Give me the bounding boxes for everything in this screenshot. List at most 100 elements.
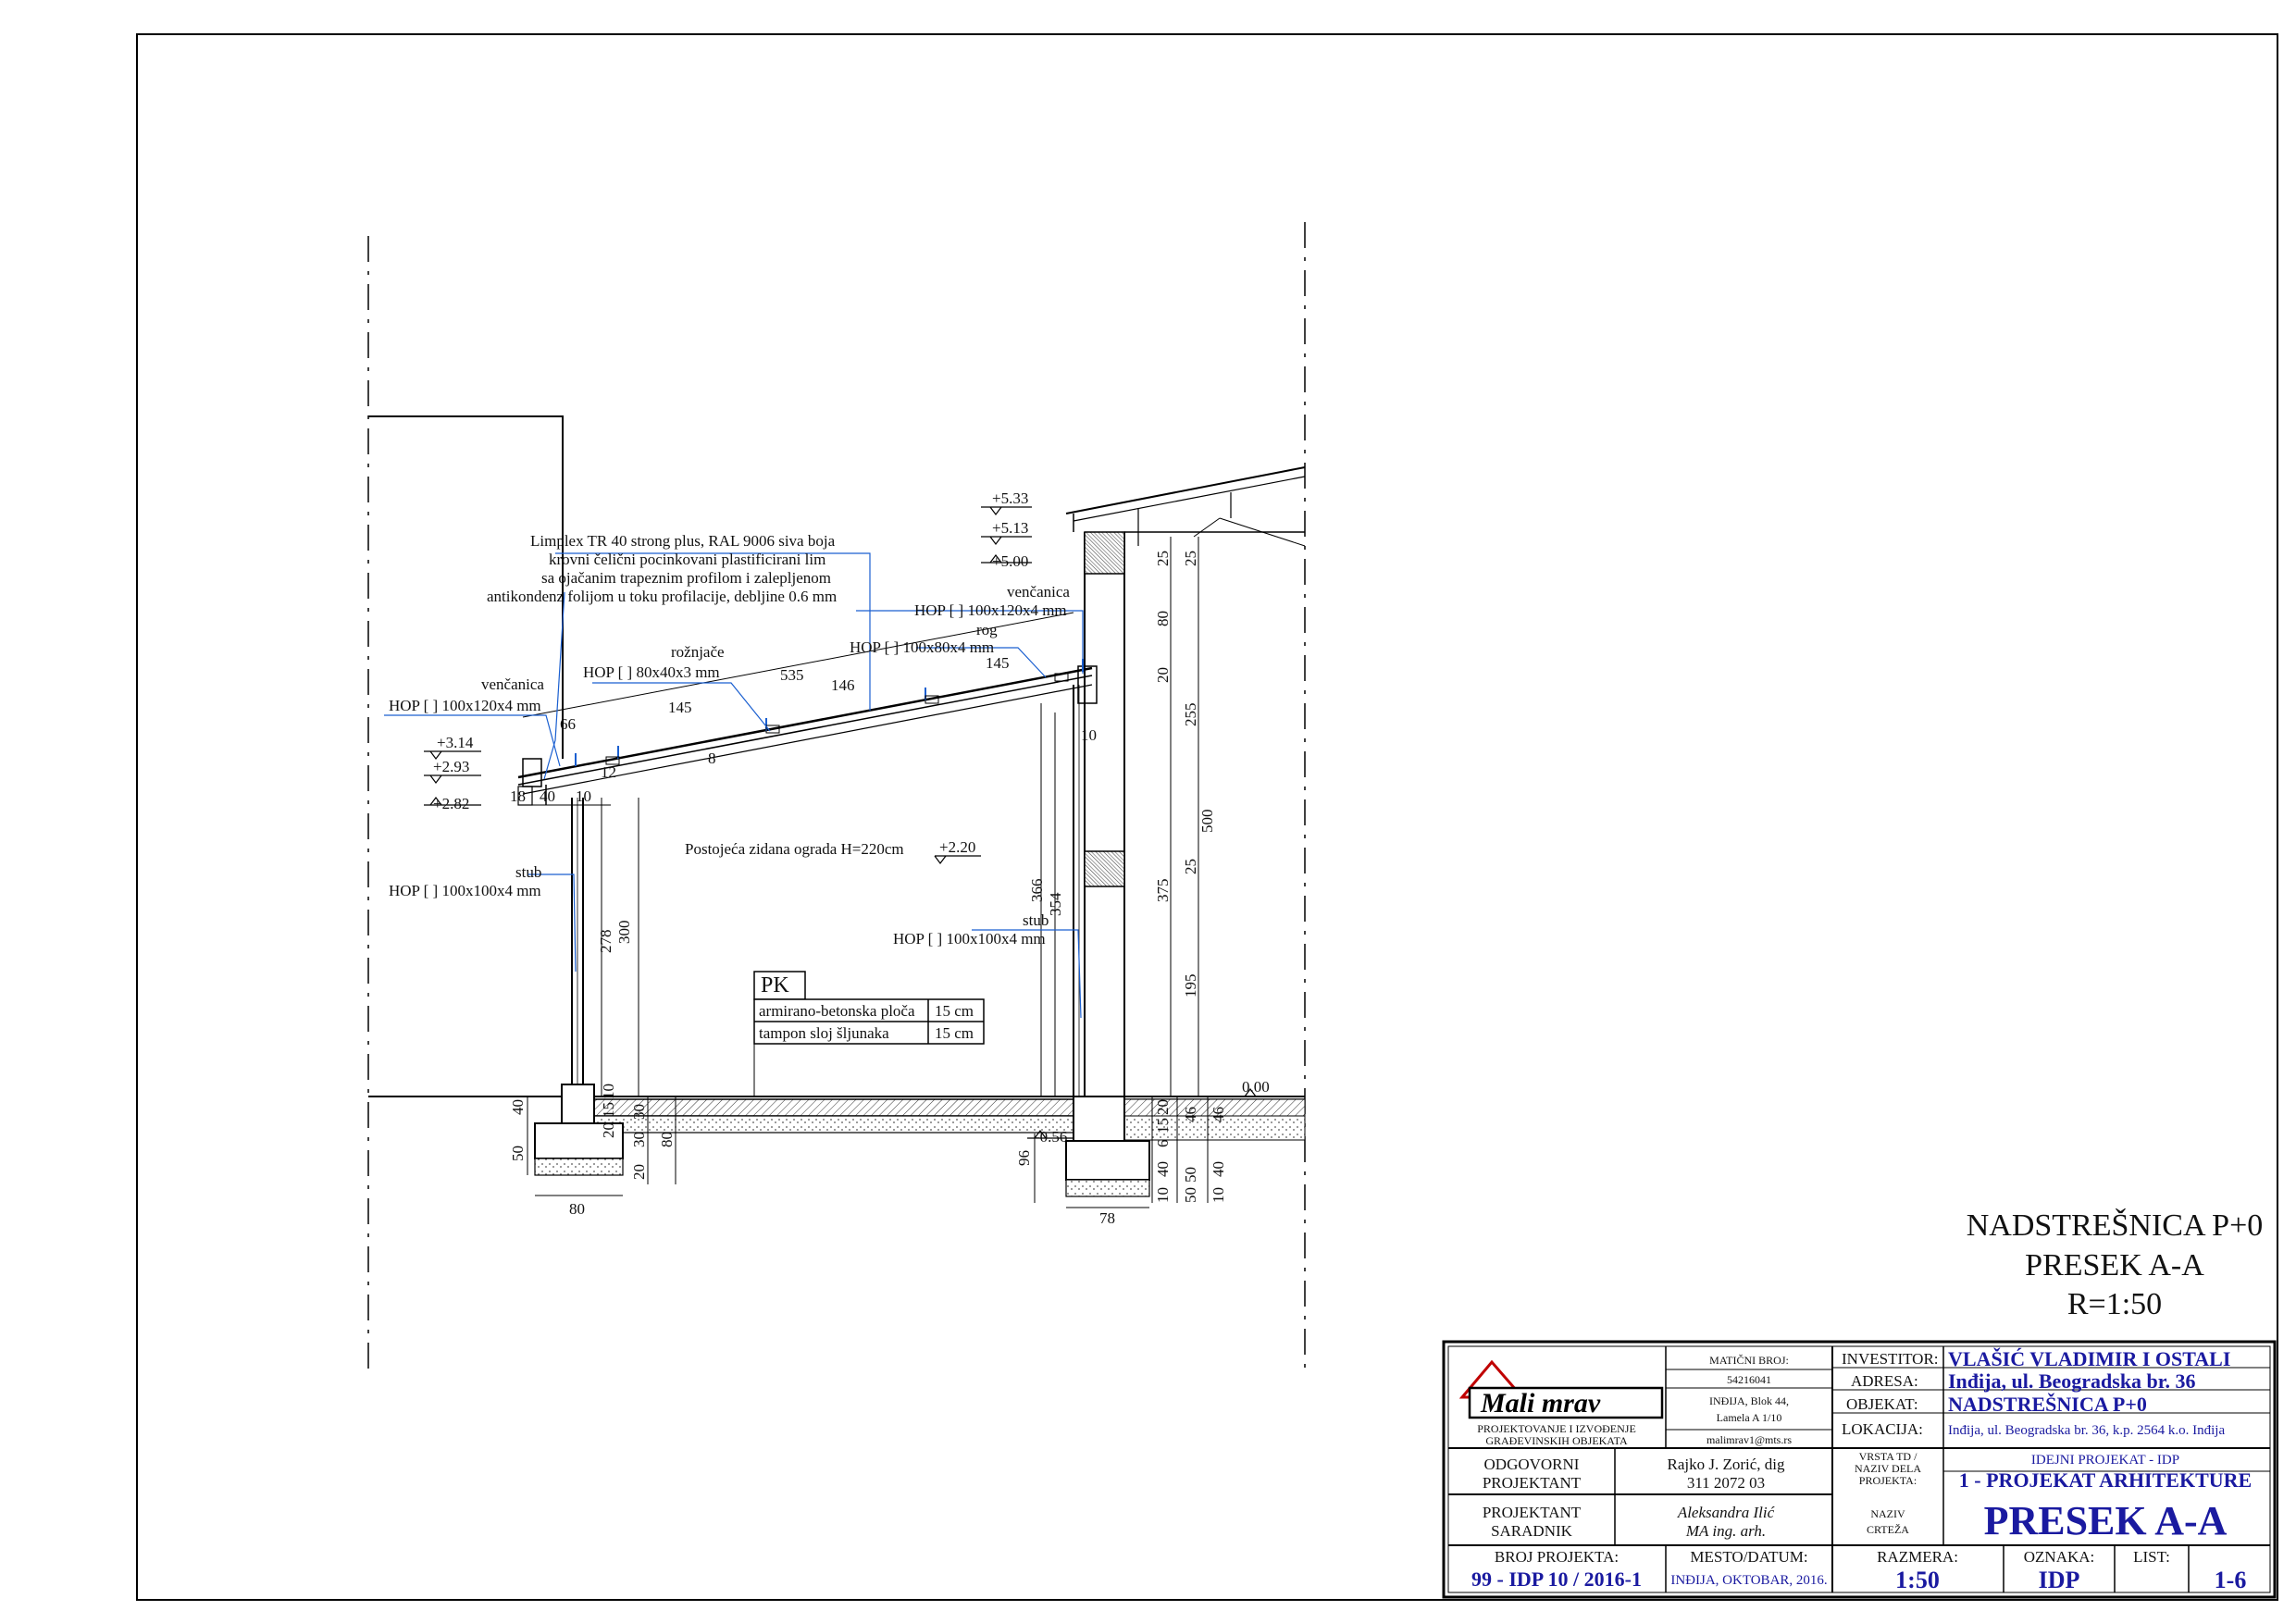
address-line2: Lamela A 1/10	[1717, 1411, 1782, 1424]
dim-500: 500	[1198, 810, 1216, 834]
razmera-value: 1:50	[1895, 1567, 1940, 1593]
annotation-vencanica-right: venčanica	[1007, 583, 1070, 601]
saradnik-name: Aleksandra Ilić	[1677, 1504, 1776, 1521]
investitor-label: INVESTITOR:	[1842, 1350, 1939, 1368]
naziv-value: PRESEK A-A	[1984, 1498, 2228, 1543]
dim-300: 300	[615, 921, 633, 945]
left-column	[571, 798, 584, 1087]
annotation-existing-wall: Postojeća zidana ograda H=220cm	[685, 840, 904, 858]
company-email: malimrav1@mts.rs	[1706, 1433, 1792, 1446]
dim-f78: 78	[1099, 1209, 1115, 1227]
razmera-label: RAZMERA:	[1877, 1548, 1958, 1566]
annotation-roof-material-3: sa ojačanim trapeznim profilom i zaleplj…	[541, 569, 831, 587]
dim-f40: 40	[509, 1099, 527, 1115]
dim-20v: 20	[1154, 667, 1172, 683]
annotation-roznjace: rožnjače	[671, 643, 725, 661]
broj-value: 99 - IDP 10 / 2016-1	[1471, 1567, 1642, 1591]
dim-25c: 25	[1182, 859, 1199, 874]
annotation-stub-left: stub	[515, 863, 541, 881]
dim-354: 354	[1047, 892, 1064, 916]
level-314: +3.14	[437, 734, 474, 751]
dim-r40b: 40	[1210, 1161, 1227, 1177]
annotation-hop-rog: HOP [ ] 100x80x4 mm	[850, 638, 994, 656]
lokacija-label: LOKACIJA:	[1842, 1420, 1923, 1438]
dim-145b: 145	[986, 654, 1010, 672]
dimension-lines	[518, 537, 1209, 1208]
dim-145a: 145	[668, 699, 692, 716]
lokacija-value: Inđija, ul. Beogradska br. 36, k.p. 2564…	[1948, 1423, 2225, 1438]
drawing-title-line3: R=1:50	[2067, 1287, 2162, 1321]
dim-f10a: 10	[600, 1084, 617, 1099]
saradnik-label-2: SARADNIK	[1491, 1522, 1573, 1540]
dim-r6: 6	[1154, 1140, 1172, 1148]
dim-r15: 15	[1154, 1118, 1172, 1134]
level-513: +5.13	[992, 519, 1028, 537]
title-block-frame	[1442, 1340, 2277, 1599]
mesto-label: MESTO/DATUM:	[1690, 1548, 1807, 1566]
existing-building-outline	[368, 415, 564, 1097]
odgovorni-name: Rajko J. Zorić, dig	[1667, 1456, 1785, 1473]
dim-195: 195	[1182, 974, 1199, 998]
annotation-roof-material-1: Limplex TR 40 strong plus, RAL 9006 siva…	[530, 532, 836, 550]
vrsta-label-3: PROJEKTA:	[1859, 1474, 1917, 1487]
vrsta-value-2: 1 - PROJEKAT ARHITEKTURE	[1959, 1468, 2252, 1492]
dim-40: 40	[540, 787, 555, 805]
annotation-roof-material-2: krovni čelični pocinkovani plastificiran…	[549, 551, 825, 568]
dim-278: 278	[597, 930, 614, 954]
drawing-title-line1: NADSTREŠNICA P+0	[1967, 1208, 2264, 1243]
investitor-value: VLAŠIĆ VLADIMIR I OSTALI	[1948, 1347, 2230, 1370]
broj-label: BROJ PROJEKTA:	[1495, 1548, 1619, 1566]
dim-8: 8	[708, 750, 716, 767]
annotation-stub-right: stub	[1023, 911, 1049, 929]
right-column	[1073, 685, 1086, 1096]
level-533: +5.33	[992, 489, 1028, 507]
list-label: LIST:	[2133, 1548, 2170, 1566]
existing-building-right	[1065, 466, 1306, 1129]
objekat-value: NADSTREŠNICA P+0	[1948, 1393, 2147, 1416]
mesto-value: INĐIJA, OKTOBAR, 2016.	[1670, 1573, 1827, 1588]
pk-row-1-thickness: 15 cm	[935, 1002, 974, 1020]
pk-table	[753, 971, 985, 1096]
annotation-rog: rog	[976, 621, 998, 638]
odgovorni-label-2: PROJEKTANT	[1483, 1474, 1582, 1492]
canopy-roof	[517, 659, 1098, 806]
adresa-label: ADRESA:	[1851, 1372, 1918, 1390]
pk-title: PK	[761, 973, 789, 997]
dim-r46a: 46	[1182, 1107, 1199, 1122]
dim-r10b: 10	[1210, 1187, 1227, 1203]
dim-25b: 25	[1182, 551, 1199, 566]
level-282: +2.82	[433, 795, 469, 812]
oznaka-label: OZNAKA:	[2024, 1548, 2095, 1566]
oznaka-value: IDP	[2039, 1567, 2080, 1593]
annotation-hop-roznjace: HOP [ ] 80x40x3 mm	[583, 663, 720, 681]
vrsta-value-1: IDEJNI PROJEKAT - IDP	[2031, 1453, 2179, 1468]
vrsta-label-1: VRSTA TD /	[1859, 1450, 1917, 1463]
annotation-hop-stub-left: HOP [ ] 100x100x4 mm	[389, 882, 541, 899]
annotation-hop-vencanica-left: HOP [ ] 100x120x4 mm	[389, 697, 541, 714]
dim-f80v: 80	[658, 1132, 676, 1147]
naziv-label-2: CRTEŽA	[1867, 1523, 1909, 1536]
drawing-title-line2: PRESEK A-A	[2025, 1248, 2204, 1282]
dim-12: 12	[601, 763, 616, 781]
pk-row-2-thickness: 15 cm	[935, 1024, 974, 1042]
dim-f50: 50	[509, 1146, 527, 1161]
maticni-label: MATIČNI BROJ:	[1709, 1354, 1789, 1367]
leader-lines	[384, 552, 1084, 1019]
level-220: +2.20	[939, 838, 975, 856]
company-logo: Mali mrav	[1458, 1359, 1664, 1419]
dim-r50b: 50	[1182, 1187, 1199, 1203]
list-value: 1-6	[2215, 1567, 2247, 1593]
right-foundation	[1065, 1096, 1150, 1197]
annotation-hop-stub-right: HOP [ ] 100x100x4 mm	[893, 930, 1046, 948]
dim-r46b: 46	[1210, 1107, 1227, 1122]
naziv-label-1: NAZIV	[1870, 1507, 1905, 1520]
dim-18: 18	[510, 787, 526, 805]
dim-f80h: 80	[569, 1200, 585, 1218]
odgovorni-number: 311 2072 03	[1687, 1474, 1765, 1492]
dim-r10a: 10	[1154, 1187, 1172, 1203]
annotation-hop-vencanica-right: HOP [ ] 100x120x4 mm	[914, 601, 1067, 619]
dim-146: 146	[831, 676, 855, 694]
company-line1: PROJEKTOVANJE I IZVOĐENJE	[1477, 1422, 1636, 1435]
adresa-value: Inđija, ul. Beogradska br. 36	[1948, 1369, 2196, 1393]
